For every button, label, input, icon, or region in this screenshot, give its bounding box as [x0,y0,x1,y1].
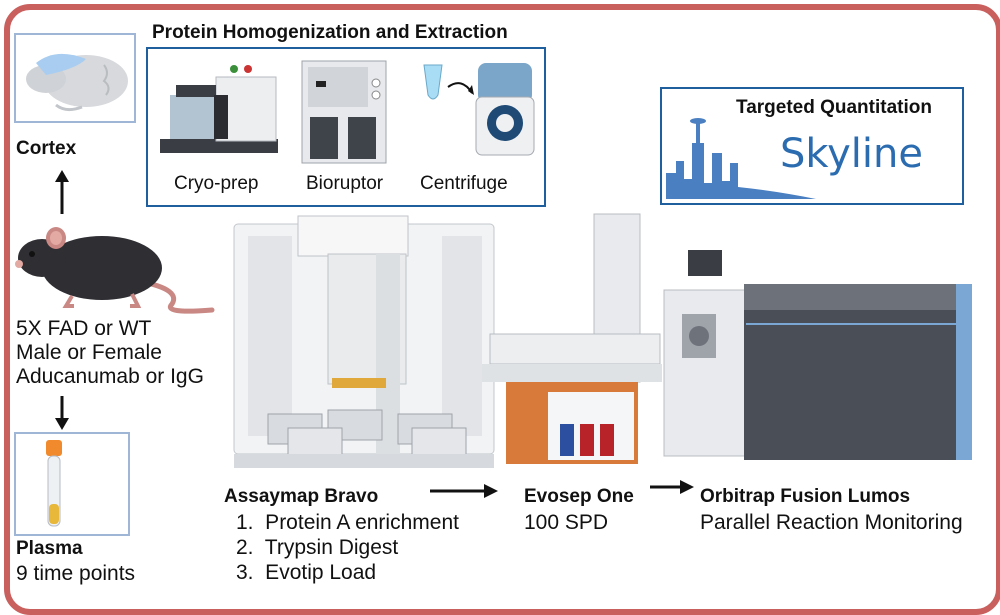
mouse-condition-1: 5X FAD or WT [16,317,152,340]
centrifuge-icon [423,63,535,156]
bravo-step-2: 2. Trypsin Digest [236,536,399,559]
bioruptor-icon [301,60,387,164]
arrow-right-icon [650,480,694,494]
skyline-title: Targeted Quantitation [736,97,932,118]
arrow-right-icon [430,484,498,498]
arrow-down-icon [55,396,69,430]
plasma-sub: 9 time points [16,562,136,585]
evosep-title: Evosep One [524,486,634,507]
cortex-label: Cortex [16,138,77,159]
blood-tube-icon [46,440,62,527]
mouse-condition-2: Male or Female [16,341,162,364]
orbitrap-title: Orbitrap Fusion Lumos [700,486,911,507]
evosep-one-icon [482,213,662,464]
mouse-condition-3: Aducanumab or IgG [16,365,204,388]
brain-icon [26,53,128,112]
assaymap-bravo-icon [233,215,495,468]
cryo-prep-label: Cryo-prep [174,173,259,194]
mouse-icon [15,227,215,314]
cryo-prep-icon [160,65,278,153]
bioruptor-label: Bioruptor [306,173,384,194]
bravo-step-1: 1. Protein A enrichment [236,511,459,534]
skyline-logo-icon [666,118,816,199]
arrow-up-icon [55,170,69,214]
bravo-step-3: 3. Evotip Load [236,561,377,584]
plasma-thumbnail [14,432,130,536]
brain-thumbnail [14,33,136,123]
bravo-title: Assaymap Bravo [224,486,379,507]
centrifuge-label: Centrifuge [420,173,508,194]
orbitrap-sub: Parallel Reaction Monitoring [700,511,963,534]
orbitrap-icon [663,250,972,460]
skyline-box: Targeted Quantitation Skyline [660,87,964,205]
plasma-label: Plasma [16,538,83,559]
evosep-sub: 100 SPD [524,511,609,534]
homogenization-title: Protein Homogenization and Extraction [152,22,508,43]
homogenization-box: Cryo-prep Bioruptor Centrifuge [146,47,546,207]
skyline-logo-text: Skyline [780,131,923,177]
